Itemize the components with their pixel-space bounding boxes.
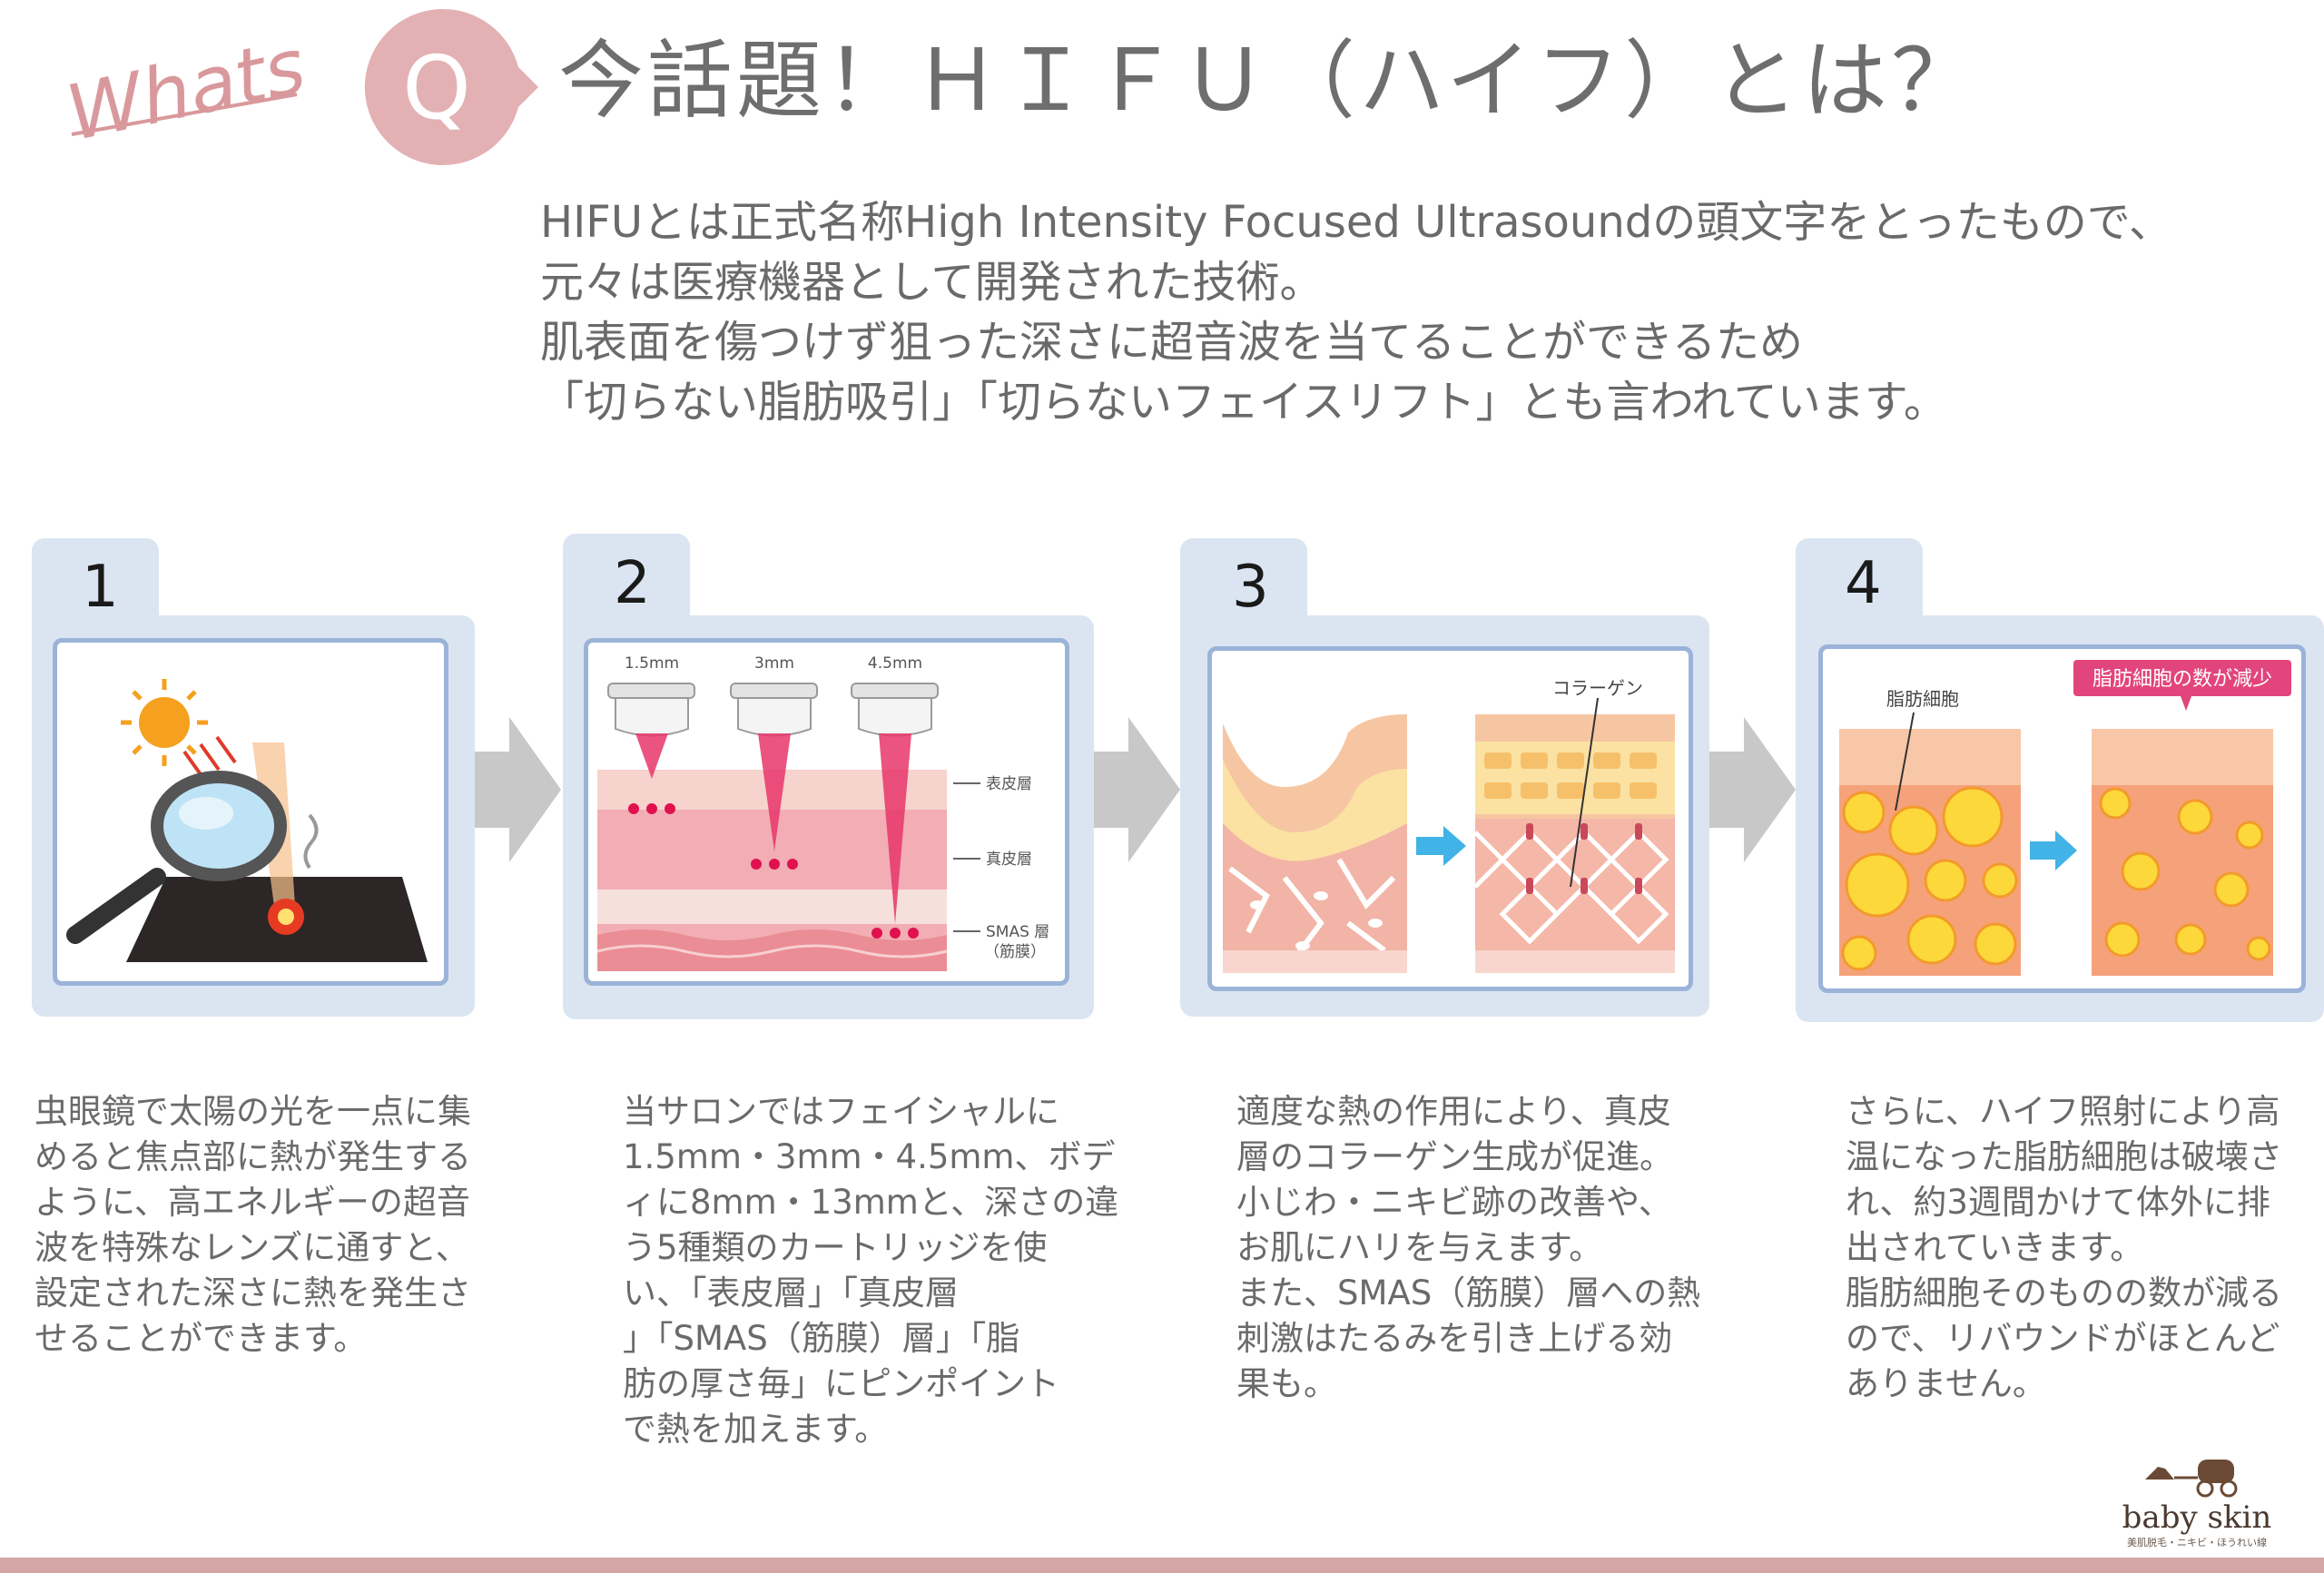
skin-after	[1473, 697, 1675, 973]
depth-label-2: 3mm	[754, 654, 794, 673]
description-line: ィに8mm・13mmと、深さの違	[623, 1183, 1119, 1222]
intro-line: 元々は医療機器として開発された技術。	[540, 257, 1324, 308]
step-3-description: 適度な熱の作用により、真皮 層のコラーゲン生成が促進。 小じわ・ニキビ跡の改善や…	[1236, 1089, 1700, 1407]
arrow-right-icon	[475, 717, 561, 862]
step-2-description: 当サロンではフェイシャルに 1.5mm・3mm・4.5mm、ボデ ィに8mm・1…	[623, 1089, 1118, 1452]
description-line: 当サロンではフェイシャルに	[623, 1092, 1059, 1131]
carriage-icon	[2145, 1460, 2238, 1498]
fat-cell-illustration: 脂肪細胞 脂肪細胞の数が減少	[1839, 660, 2291, 976]
description-line: れ、約3週間かけて体外に排	[1846, 1183, 2270, 1222]
description-line: 温になった脂肪細胞は破壊さ	[1846, 1137, 2282, 1176]
description-line: お肌にハリを与えます。	[1236, 1228, 1603, 1267]
description-line: 肪の厚さ毎」にピンポイント	[623, 1364, 1059, 1403]
description-line: さらに、ハイフ照射により高	[1846, 1092, 2280, 1131]
step-1-illustration-frame	[53, 638, 448, 986]
description-line: また、SMAS（筋膜）層への熱	[1236, 1273, 1701, 1312]
logo-name: baby skin	[2122, 1499, 2272, 1536]
collagen-illustration: コラーゲン	[1223, 677, 1675, 973]
whats-script-logo: Whats	[59, 21, 312, 154]
baby-skin-logo: baby skin 美肌脱毛・ニキビ・ほうれい線	[2088, 1452, 2306, 1561]
description-line: ので、リバウンドがほとんど	[1846, 1319, 2280, 1358]
description-line: めると焦点部に熱が発生する	[34, 1137, 471, 1176]
step-3-illustration-frame: コラーゲン	[1207, 646, 1693, 991]
description-line: ように、高エネルギーの超音	[34, 1183, 470, 1222]
step-1-number: 1	[82, 554, 119, 621]
magnifier-icon	[66, 771, 287, 944]
layer-label-smas-sub: （筋膜）	[984, 943, 1046, 961]
description-line: 適度な熱の作用により、真皮	[1236, 1092, 1671, 1131]
intro-paragraph: HIFUとは正式名称High Intensity Focused Ultraso…	[540, 192, 2229, 432]
description-line: 」「SMAS（筋膜）層」「脂	[623, 1319, 1020, 1358]
skin-before	[1223, 714, 1407, 973]
collagen-label: コラーゲン	[1552, 677, 1643, 699]
fat-reduction-callout: 脂肪細胞の数が減少	[2093, 668, 2272, 691]
q-label: Q	[402, 37, 471, 139]
step-2-illustration-frame: 1.5mm 3mm 4.5mm 表皮層 真皮層 S	[584, 638, 1069, 986]
step-1-description: 虫眼鏡で太陽の光を一点に集 めると焦点部に熱が発生する ように、高エネルギーの超…	[34, 1089, 471, 1362]
bottom-accent-bar	[0, 1558, 2324, 1573]
description-line: 脂肪細胞そのものの数が減る	[1846, 1273, 2282, 1312]
hifu-depth-illustration: 1.5mm 3mm 4.5mm 表皮層 真皮層 S	[596, 654, 1049, 971]
description-line: ありません。	[1846, 1364, 2046, 1403]
arrow-right-icon	[1416, 826, 1466, 866]
description-line: で熱を加えます。	[623, 1410, 889, 1449]
description-line: 層のコラーゲン生成が促進。	[1236, 1137, 1673, 1176]
magnifier-sun-illustration	[66, 679, 428, 962]
cartridge-icon	[607, 683, 695, 779]
whats-label: Whats	[59, 21, 312, 154]
arrow-right-icon	[2030, 831, 2077, 870]
fat-cell-label: 脂肪細胞	[1886, 688, 1959, 710]
logo-tagline: 美肌脱毛・ニキビ・ほうれい線	[2127, 1537, 2267, 1548]
description-line: う5種類のカートリッジを使	[623, 1228, 1048, 1267]
page-title: 今話題！ＨＩＦＵ（ハイフ）とは？	[558, 32, 1981, 131]
description-line: 波を特殊なレンズに通すと、	[34, 1228, 469, 1267]
cartridge-icon	[730, 683, 818, 851]
description-line: 小じわ・ニキビ跡の改善や、	[1236, 1183, 1672, 1222]
description-line: 虫眼鏡で太陽の光を一点に集	[34, 1092, 471, 1131]
step-3-number: 3	[1232, 554, 1269, 621]
description-line: 刺激はたるみを引き上げる効	[1236, 1319, 1673, 1358]
intro-line: 肌表面を傷つけず狙った深さに超音波を当てることができるため	[540, 317, 1804, 368]
description-line: 1.5mm・3mm・4.5mm、ボデ	[623, 1137, 1116, 1176]
intro-line: HIFUとは正式名称High Intensity Focused Ultraso…	[540, 197, 2172, 248]
depth-label-1: 1.5mm	[625, 654, 679, 673]
description-line: い、「表皮層」「真皮層	[623, 1273, 959, 1312]
arrow-right-icon	[1094, 717, 1180, 862]
intro-line: 「切らない脂肪吸引」「切らないフェイスリフト」とも言われています。	[540, 377, 1947, 428]
layer-label-epidermis: 表皮層	[986, 775, 1032, 793]
step-4-description: さらに、ハイフ照射により高 温になった脂肪細胞は破壊さ れ、約3週間かけて体外に…	[1846, 1089, 2282, 1407]
description-line: 出されていきます。	[1846, 1228, 2144, 1267]
layer-label-smas: SMAS 層	[986, 923, 1049, 941]
description-line: 設定された深さに熱を発生さ	[34, 1273, 471, 1312]
sun-icon	[121, 679, 208, 766]
layer-label-dermis: 真皮層	[986, 850, 1032, 869]
description-line: 果も。	[1236, 1364, 1337, 1403]
cartridge-icon	[851, 683, 939, 924]
step-4-number: 4	[1845, 550, 1882, 617]
description-line: せることができます。	[34, 1319, 368, 1358]
q-badge: Q	[364, 8, 538, 165]
step-2-number: 2	[614, 550, 651, 617]
step-4-illustration-frame: 脂肪細胞 脂肪細胞の数が減少	[1818, 644, 2306, 993]
depth-label-3: 4.5mm	[868, 654, 922, 673]
arrow-right-icon	[1709, 717, 1796, 862]
